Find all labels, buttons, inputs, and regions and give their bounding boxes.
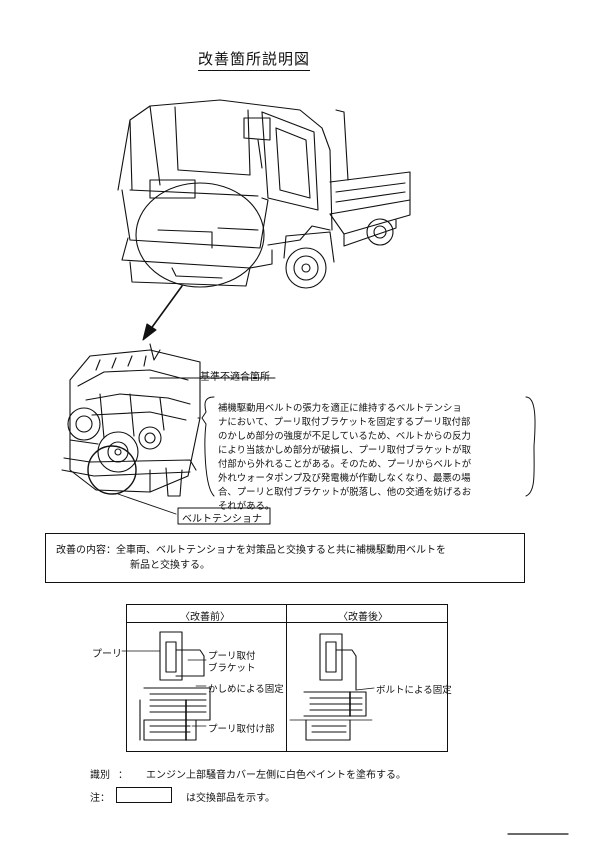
bracket-label-1: プーリ取付 [208, 651, 256, 662]
after-header: 〈改善後〉 [338, 612, 388, 623]
page-title: 改善箇所説明図 [198, 48, 311, 71]
bracket-label-2: ブラケット [208, 663, 256, 674]
before-header: 〈改善前〉 [180, 612, 230, 623]
description-line: ナにおいて、プーリ取付ブラケットを固定するプーリ取付部 [218, 417, 471, 428]
description-line: により当該かしめ部分が破損し、プーリ取付ブラケットが取 [218, 445, 471, 456]
improvement-text: 改善の内容：全車両、ベルトテンショナを対策品と交換すると共に補機駆動用ベルトを … [56, 543, 446, 573]
nonconforming-label: 基準不適合箇所 [200, 372, 270, 383]
defect-description: 補機駆動用ベルトの張力を適正に維持するベルトテンショ ナにおいて、プーリ取付ブラ… [218, 402, 518, 514]
identification-separator: ： [118, 770, 128, 781]
identification-text: エンジン上部騒音カバー左側に白色ペイントを塗布する。 [146, 770, 406, 781]
comparison-divider [286, 604, 287, 752]
description-line: のかしめ部分の強度が不足しているため、ベルトからの反力 [218, 431, 471, 442]
improvement-line-1: 改善の内容：全車両、ベルトテンショナを対策品と交換すると共に補機駆動用ベルトを [56, 545, 446, 556]
comparison-header-rule [126, 622, 448, 623]
comparison-table [126, 604, 448, 752]
engine-illustration [61, 343, 276, 515]
note-text: は交換部品を示す。 [186, 793, 275, 804]
note-label: 注： [90, 793, 110, 804]
truck-illustration [117, 99, 411, 341]
bolt-label: ボルトによる固定 [376, 685, 452, 696]
belt-tensioner-label: ベルトテンショナ [182, 514, 262, 525]
description-line: それがある。 [218, 501, 275, 512]
description-line: 合、プーリと取付ブラケットが脱落し、他の交通を妨げるお [218, 487, 472, 498]
identification-label: 識別 [90, 770, 110, 781]
pulley-label: プーリ [92, 649, 122, 660]
after-part-diagram [289, 633, 375, 741]
description-line: 付部から外れることがある。そのため、プーリからベルトが [218, 459, 472, 470]
description-line: 外れウォータポンプ及び発電機が作動しなくなり、最悪の場 [218, 473, 471, 484]
description-line: 補機駆動用ベルトの張力を適正に維持するベルトテンショ [218, 403, 462, 414]
improvement-line-2: 新品と交換する。 [130, 560, 210, 571]
before-part-diagram [121, 631, 211, 741]
improvement-box [45, 533, 525, 583]
caulking-label: かしめによる固定 [208, 684, 284, 695]
replacement-part-swatch [116, 787, 172, 803]
mount-label: プーリ取付け部 [208, 724, 275, 735]
